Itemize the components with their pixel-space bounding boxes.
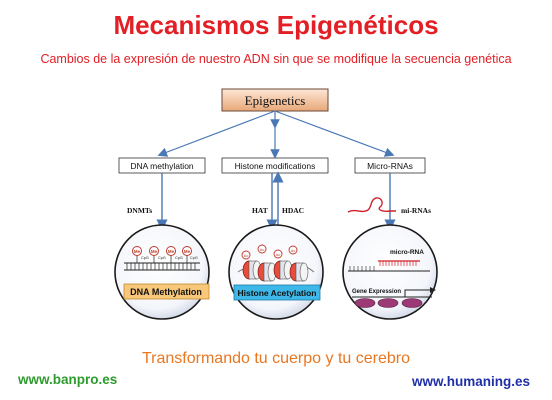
branch-label-dna-methylation: DNA methylation (130, 161, 194, 171)
methyl-marks: Me Me Me Me (132, 246, 192, 263)
humaning-link[interactable]: www.humaning.es (411, 374, 530, 389)
ac-mark-1: Ac (244, 253, 249, 258)
branch-label-micro-rnas: Micro-RNAs (367, 161, 413, 171)
branch-arrows (156, 171, 396, 231)
enzyme-label-mirnas: mi-RNAs (401, 206, 431, 215)
root-node: Epigenetics (221, 88, 329, 112)
cpg-label-1: CpG (141, 256, 149, 260)
ribosomes (354, 298, 423, 308)
enzyme-label-hdac: HDAC (282, 206, 304, 215)
me-mark-4: Me (184, 249, 191, 254)
tree-connectors (157, 110, 395, 159)
enzyme-label-hat: HAT (252, 206, 268, 215)
banpro-link[interactable]: www.banpro.es (18, 372, 118, 387)
gene-expression-label: Gene Expression (352, 289, 401, 295)
ac-mark-3: Ac (276, 252, 281, 257)
page-title: Mecanismos Epigenéticos (113, 10, 439, 40)
acetyl-marks: Ac Ac Ac Ac (241, 244, 298, 260)
ac-mark-4: Ac (291, 248, 296, 253)
branch-dna-methylation: DNA methylation (118, 157, 206, 174)
branch-label-histone-modifications: Histone modifications (235, 161, 316, 171)
hairpin-rna-icon (347, 197, 396, 213)
cpg-label-3: CpG (175, 256, 183, 260)
me-mark-2: Me (151, 249, 158, 254)
enzyme-label-dnmts: DNMTs (127, 206, 152, 215)
page-subtitle: Cambios de la expresión de nuestro ADN s… (40, 52, 512, 66)
panel-histone-acetylation: Ac Ac Ac Ac Histone Acetylation (228, 224, 324, 320)
cpg-labels: CpG CpG CpG CpG (141, 256, 198, 260)
me-mark-3: Me (168, 249, 175, 254)
branch-histone-modifications: Histone modifications (221, 157, 329, 174)
cpg-label-4: CpG (190, 256, 198, 260)
tagline: Transformando tu cuerpo y tu cerebro (142, 350, 410, 367)
cpg-label-2: CpG (158, 256, 166, 260)
panel-dna-methylation: Me Me Me Me CpG CpG CpG CpG DNA Methylat… (114, 224, 210, 320)
ac-mark-2: Ac (260, 247, 265, 252)
panel-label-histone-acetylation: Histone Acetylation (237, 288, 316, 298)
panel-micro-rna: micro-RNA Gene Expression (342, 224, 438, 320)
panel-label-dna-methylation: DNA Methylation (130, 287, 202, 297)
branch-micro-rnas: Micro-RNAs (354, 157, 426, 174)
me-mark-1: Me (134, 249, 141, 254)
nucleosomes (242, 260, 309, 282)
micro-rna-label: micro-RNA (390, 249, 424, 256)
root-label: Epigenetics (245, 93, 306, 108)
